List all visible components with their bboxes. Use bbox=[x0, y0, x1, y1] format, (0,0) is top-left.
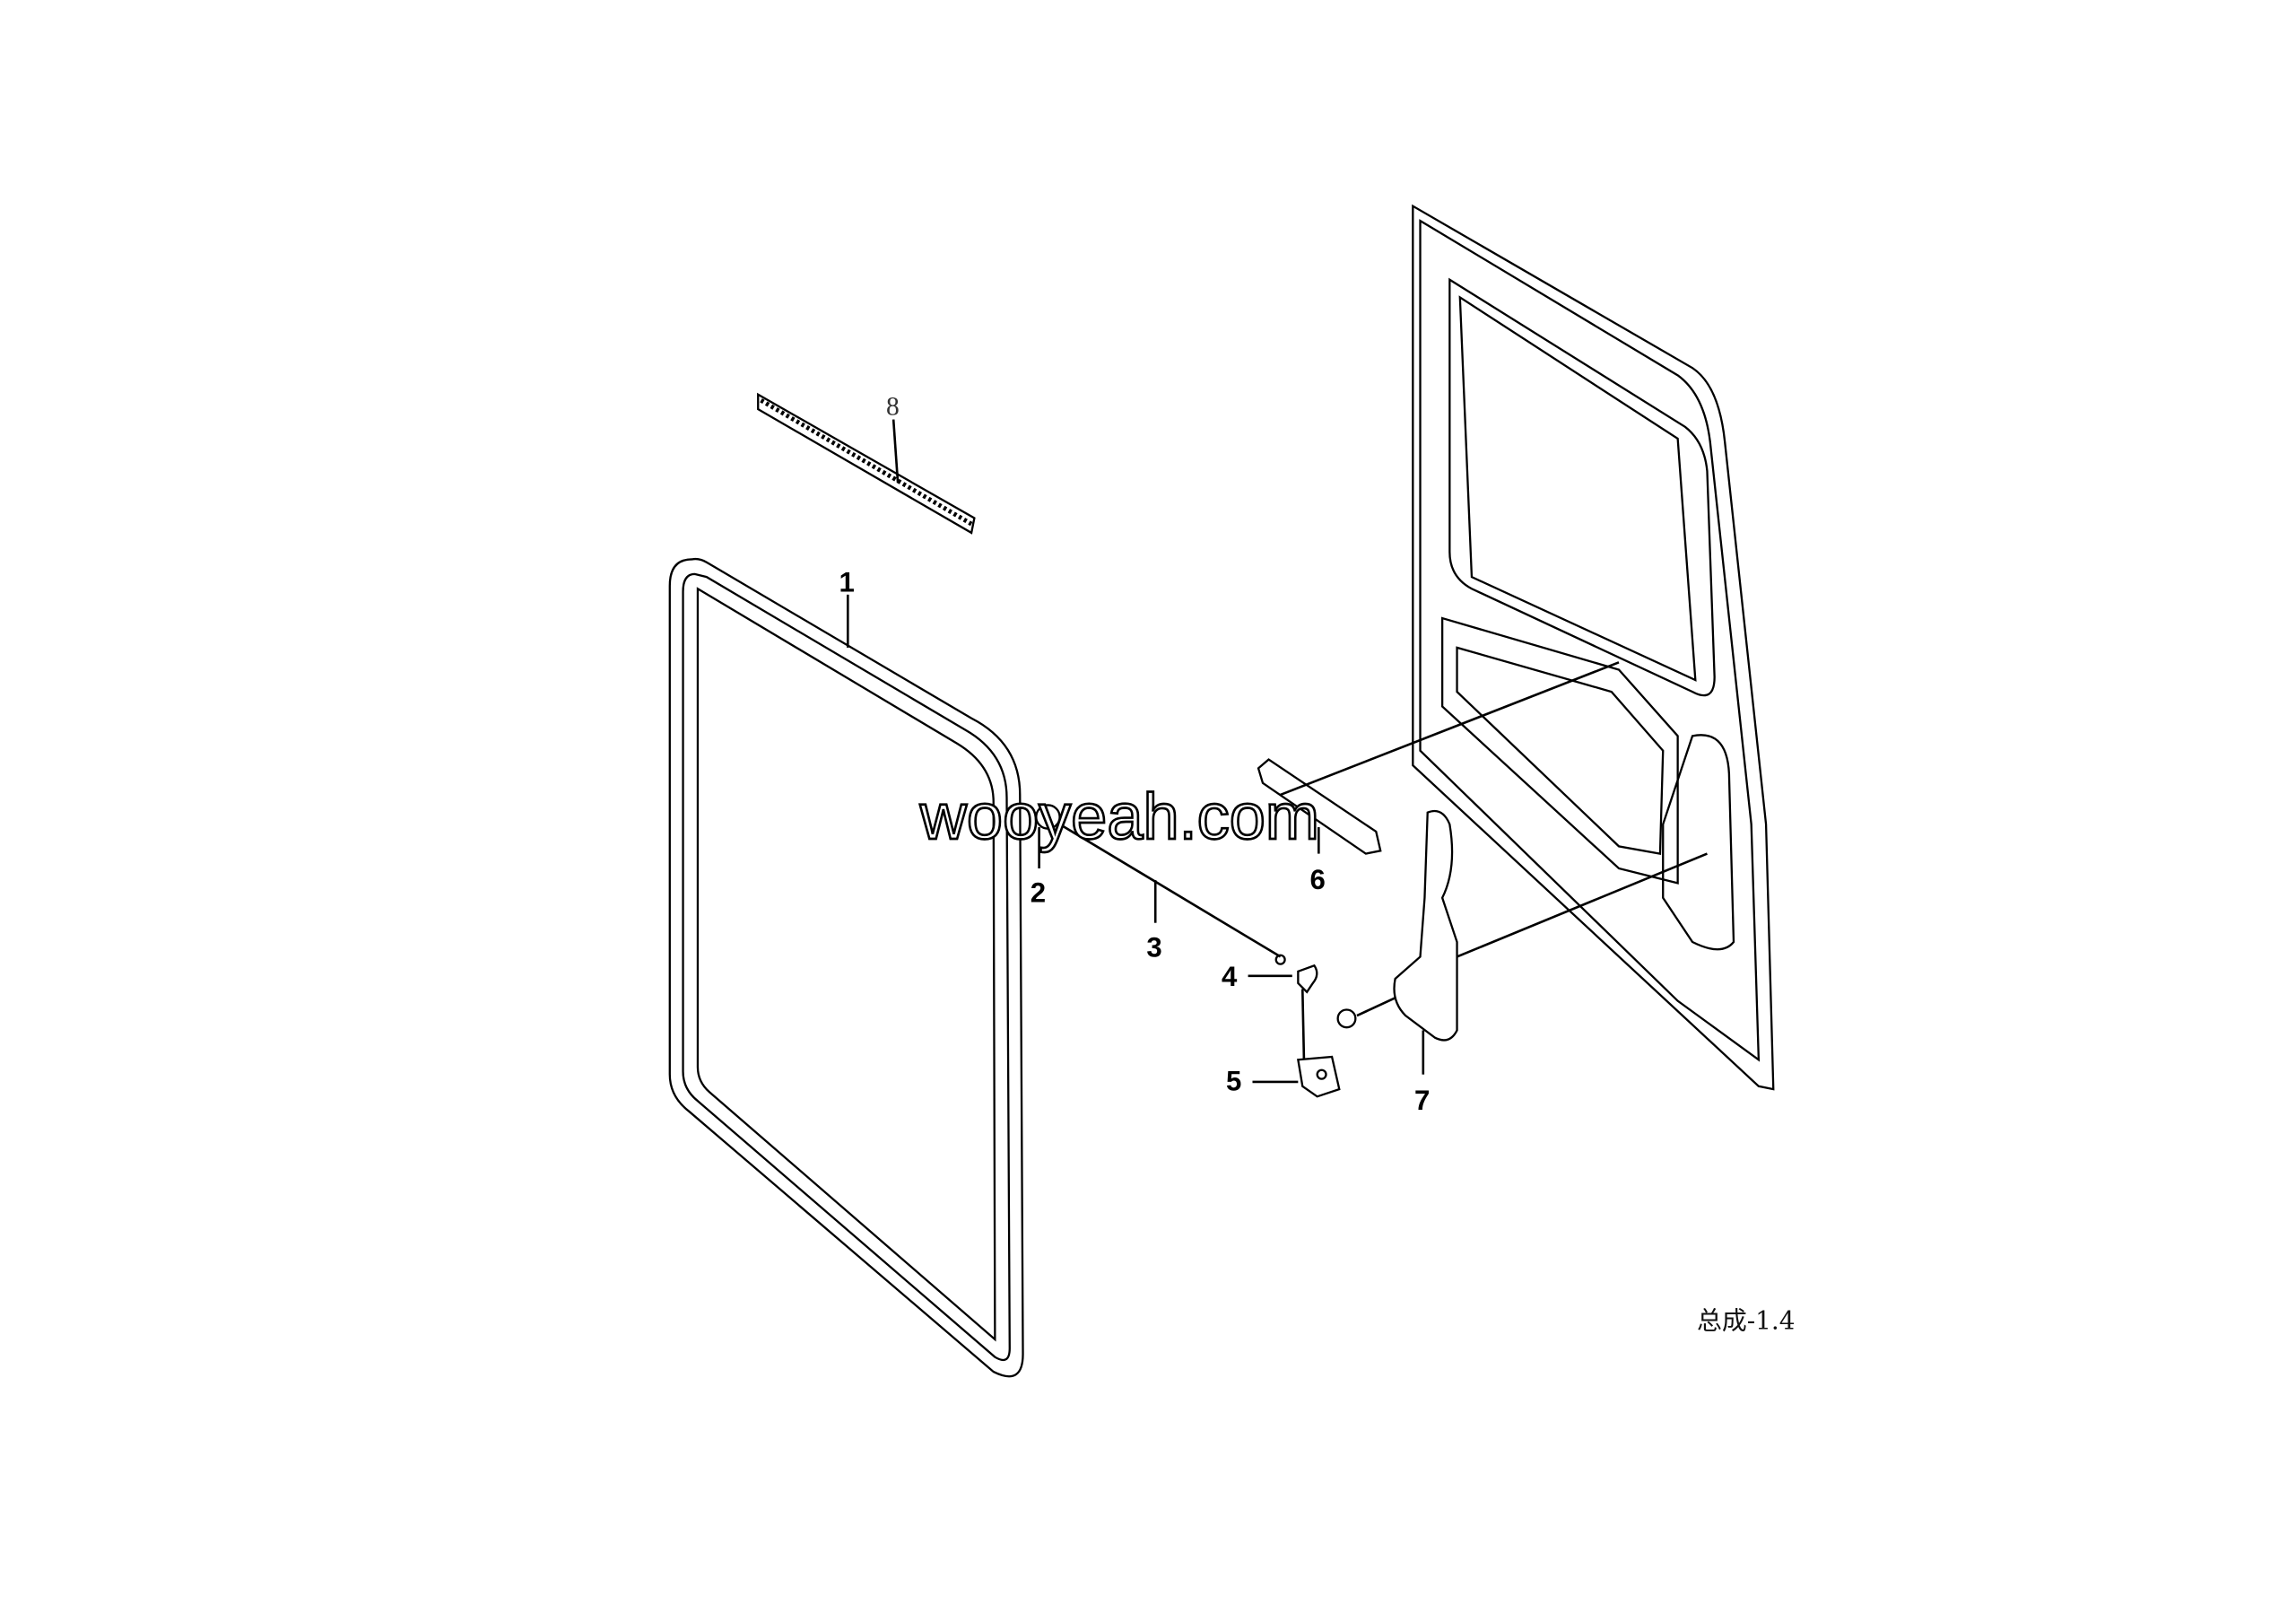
part-7-bracket bbox=[1336, 809, 1708, 1042]
part-1-window-seal bbox=[668, 557, 1024, 1378]
assembly-caption: 总成-1.4 bbox=[1697, 1306, 1796, 1336]
door-panel bbox=[1412, 204, 1775, 1091]
part-6-handle bbox=[1257, 661, 1620, 855]
callout-5: 5 bbox=[1226, 1066, 1241, 1097]
watermark: wooyeah.com bbox=[919, 781, 1319, 853]
callout-2: 2 bbox=[1031, 877, 1046, 909]
callout-4: 4 bbox=[1222, 961, 1238, 992]
leader-8 bbox=[891, 419, 900, 484]
callout-1: 1 bbox=[839, 567, 854, 598]
callout-7: 7 bbox=[1414, 1085, 1430, 1116]
part-3-rod bbox=[1035, 804, 1282, 958]
callout-6: 6 bbox=[1309, 864, 1325, 895]
callout-3: 3 bbox=[1146, 931, 1161, 963]
part-8-strip bbox=[757, 392, 976, 535]
part-5-lock bbox=[1297, 1055, 1341, 1098]
callout-8: 8 bbox=[886, 393, 900, 422]
part-4-lever bbox=[1274, 954, 1318, 1060]
